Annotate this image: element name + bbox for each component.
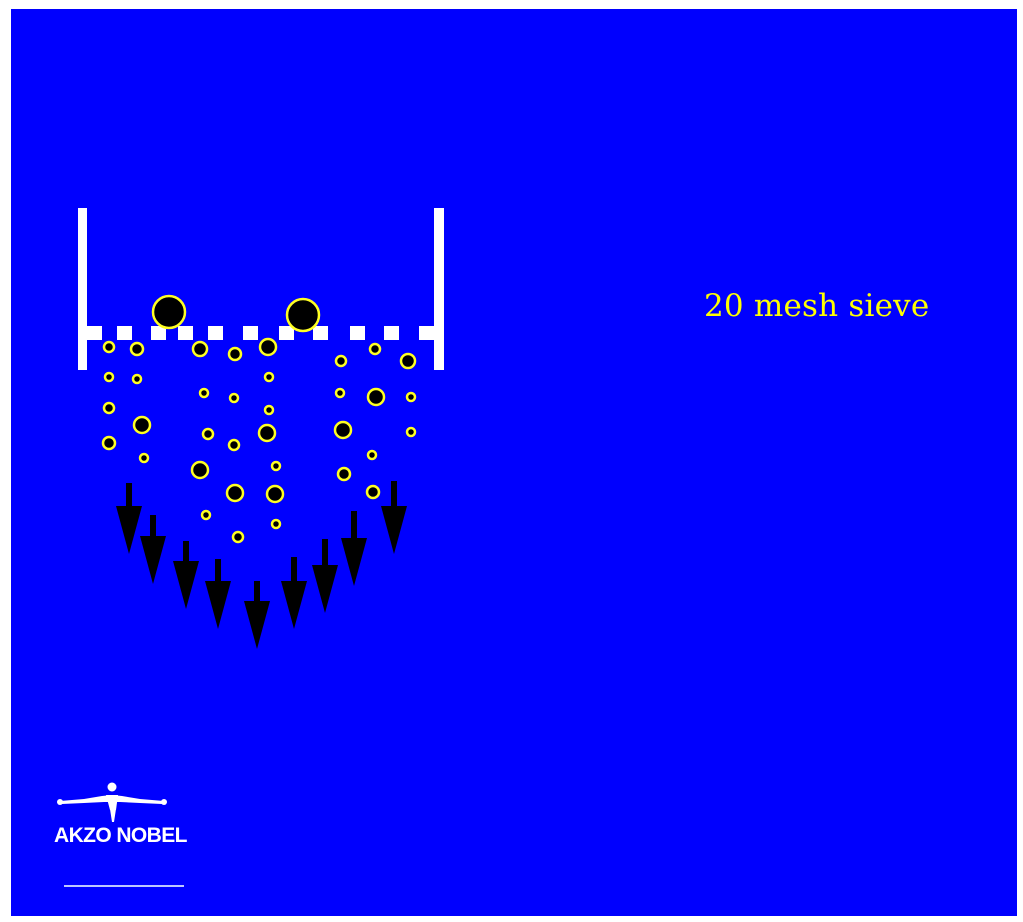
small-particle — [401, 354, 415, 368]
small-particle — [233, 532, 243, 542]
akzo-nobel-logo: AKZO NOBEL — [54, 780, 204, 895]
logo-underline — [64, 885, 184, 887]
sieve-label: 20 mesh sieve — [704, 286, 1017, 326]
small-particle — [229, 348, 241, 360]
small-particle — [131, 343, 143, 355]
small-particle — [192, 462, 208, 478]
arrow-head — [116, 506, 142, 554]
small-particle — [267, 486, 283, 502]
small-particle — [370, 344, 380, 354]
small-particle — [335, 422, 351, 438]
small-particle — [104, 342, 114, 352]
small-particle — [368, 389, 384, 405]
arrow-head — [173, 561, 199, 609]
small-particle — [229, 440, 239, 450]
arrow-shaft — [150, 515, 156, 538]
mesh-square — [117, 326, 132, 340]
small-particle — [203, 429, 213, 439]
mesh-square — [178, 326, 193, 340]
small-particle — [367, 486, 379, 498]
arrow-shaft — [215, 559, 221, 583]
arrow-head — [140, 536, 166, 584]
mesh-square — [313, 326, 328, 340]
arrow-head — [281, 581, 307, 629]
retained-particles — [153, 296, 319, 331]
arrow-shaft — [322, 539, 328, 567]
small-particle — [140, 454, 148, 462]
mesh-square — [279, 326, 294, 340]
logo-wordmark: AKZO NOBEL — [54, 824, 172, 848]
arrow-head — [244, 601, 270, 649]
small-particle — [336, 356, 346, 366]
mesh-square — [350, 326, 365, 340]
sieve-right-wall — [434, 208, 444, 370]
mesh-square — [87, 326, 102, 340]
small-particle — [103, 437, 115, 449]
large-particle — [287, 299, 319, 331]
arrow-shaft — [126, 483, 132, 508]
arrow-head — [381, 506, 407, 554]
small-particle — [105, 373, 113, 381]
mesh-square — [419, 326, 434, 340]
small-particle — [227, 485, 243, 501]
small-particle — [265, 373, 273, 381]
arrow-shaft — [351, 511, 357, 540]
small-particle — [230, 394, 238, 402]
small-particle — [200, 389, 208, 397]
slide-background: 20 mesh sieve AKZO NOBEL — [11, 9, 1017, 916]
mesh-square — [384, 326, 399, 340]
sieve-mesh — [87, 326, 434, 340]
arrow-head — [205, 581, 231, 629]
sieve-left-wall — [78, 208, 87, 370]
flow-arrows — [116, 481, 407, 649]
small-particle — [407, 393, 415, 401]
arrow-shaft — [254, 581, 260, 603]
small-particle — [407, 428, 415, 436]
small-particle — [260, 339, 276, 355]
mesh-square — [243, 326, 258, 340]
small-particle — [272, 462, 280, 470]
large-particle — [153, 296, 185, 328]
small-particle — [104, 403, 114, 413]
arrow-shaft — [391, 481, 397, 508]
small-particle — [259, 425, 275, 441]
small-particle — [338, 468, 350, 480]
small-particle — [336, 389, 344, 397]
mesh-square — [208, 326, 223, 340]
small-particle — [265, 406, 273, 414]
small-particle — [193, 342, 207, 356]
arrow-shaft — [291, 557, 297, 583]
small-particle — [272, 520, 280, 528]
small-particle — [134, 417, 150, 433]
small-particle — [368, 451, 376, 459]
small-particle — [202, 511, 210, 519]
arrow-head — [341, 538, 367, 586]
small-particle — [133, 375, 141, 383]
arrow-head — [312, 565, 338, 613]
arrow-shaft — [183, 541, 189, 563]
figure-with-outstretched-arms-icon — [54, 780, 174, 824]
passing-particles — [103, 339, 415, 542]
